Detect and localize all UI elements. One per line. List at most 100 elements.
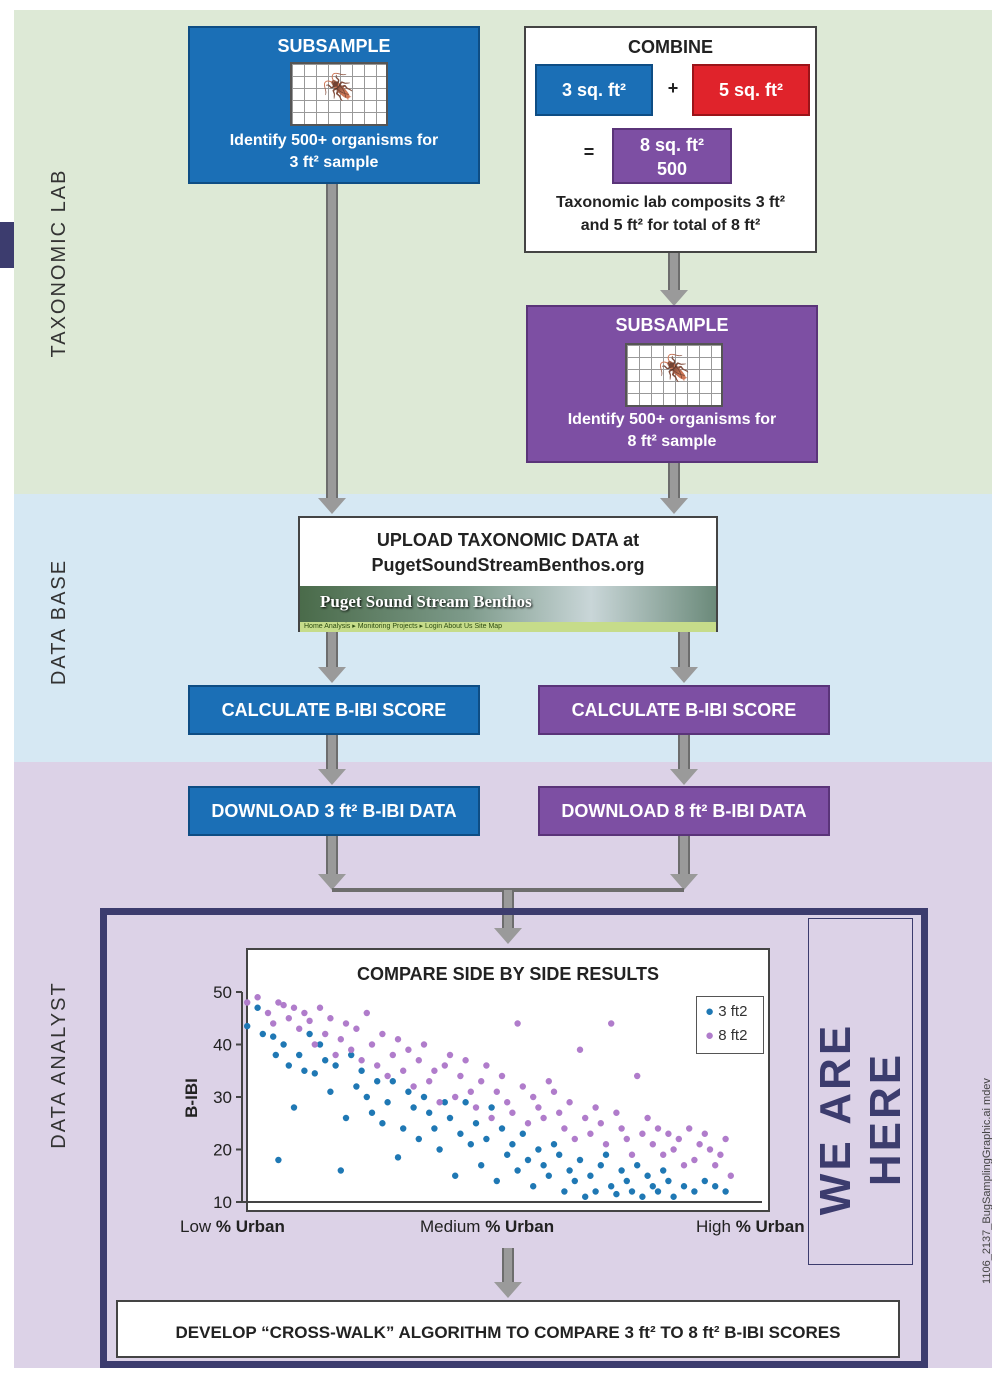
data-point-3ft xyxy=(561,1188,568,1195)
data-point-3ft xyxy=(550,1141,558,1148)
data-point-8ft xyxy=(394,1036,402,1043)
data-point-8ft xyxy=(389,1051,396,1059)
data-point-8ft xyxy=(405,1046,412,1053)
sample-grid-image xyxy=(625,343,723,407)
data-point-3ft xyxy=(545,1172,552,1179)
arrow-head xyxy=(660,290,688,306)
data-point-8ft xyxy=(634,1072,641,1080)
data-point-3ft xyxy=(634,1162,641,1169)
data-point-8ft xyxy=(519,1083,526,1090)
data-point-3ft xyxy=(272,1051,279,1059)
data-point-3ft xyxy=(363,1093,370,1101)
data-point-3ft xyxy=(384,1099,391,1106)
arrow-head xyxy=(318,498,346,514)
data-point-3ft xyxy=(701,1177,708,1185)
we-are-here-box: WE ARE HERE xyxy=(808,918,913,1265)
data-point-3ft xyxy=(311,1070,318,1077)
data-point-3ft xyxy=(722,1188,729,1195)
data-point-8ft xyxy=(530,1093,537,1101)
data-point-3ft xyxy=(478,1162,485,1169)
data-point-3ft xyxy=(618,1167,625,1174)
data-point-8ft xyxy=(254,994,261,1001)
data-point-3ft xyxy=(582,1193,589,1200)
data-point-8ft xyxy=(478,1078,485,1085)
data-point-8ft xyxy=(275,999,282,1006)
data-point-8ft xyxy=(472,1104,480,1111)
data-point-3ft xyxy=(436,1146,443,1153)
data-point-3ft xyxy=(660,1167,667,1174)
chart-legend: ● 3 ft2 ● 8 ft2 xyxy=(696,996,764,1054)
data-point-8ft xyxy=(691,1156,698,1164)
data-point-3ft xyxy=(691,1188,698,1195)
calculate-bibi-3ft: CALCULATE B-IBI SCORE xyxy=(188,685,480,735)
legend-item-3ft: ● 3 ft2 xyxy=(705,1003,747,1020)
website-nav: Home Analysis ▸ Monitoring Projects ▸ Lo… xyxy=(300,622,716,632)
data-point-8ft xyxy=(244,999,251,1006)
data-point-8ft xyxy=(727,1172,734,1179)
data-point-8ft xyxy=(446,1051,454,1059)
arrow-shaft xyxy=(326,734,338,770)
data-point-8ft xyxy=(384,1072,391,1080)
subsample-8ft-line1: Identify 500+ organisms for xyxy=(567,411,777,428)
data-point-3ft xyxy=(405,1088,412,1095)
website-banner: Puget Sound Stream Benthos xyxy=(300,586,716,622)
data-point-3ft xyxy=(374,1078,381,1085)
data-point-3ft xyxy=(654,1188,662,1195)
x-tick-medium-bold: % Urban xyxy=(485,1217,555,1236)
data-point-8ft xyxy=(467,1088,474,1095)
data-point-3ft xyxy=(259,1030,266,1038)
arrow-shaft xyxy=(326,183,338,499)
subsample-3ft-title: SUBSAMPLE xyxy=(277,36,391,56)
data-point-8ft xyxy=(368,1041,376,1048)
upload-line1: UPLOAD TAXONOMIC DATA at xyxy=(376,530,640,550)
data-point-8ft xyxy=(696,1141,703,1148)
data-point-3ft xyxy=(353,1083,360,1090)
combine-result-area: 8 sq. ft² xyxy=(639,135,704,155)
x-tick-high-bold: % Urban xyxy=(735,1217,805,1236)
upload-website[interactable]: PugetSoundStreamBenthos.org xyxy=(371,555,645,575)
data-point-8ft xyxy=(571,1135,578,1143)
file-footer-note: 1106_2137_BugSamplingGraphic.ai mdev xyxy=(981,1078,992,1284)
data-point-8ft xyxy=(701,1130,708,1137)
data-point-3ft xyxy=(665,1177,672,1185)
data-point-3ft xyxy=(649,1183,656,1190)
data-point-8ft xyxy=(649,1141,656,1148)
bug-icon: 🪳 xyxy=(322,72,355,102)
data-point-8ft xyxy=(623,1135,630,1143)
data-point-8ft xyxy=(400,1067,407,1074)
arrow-head xyxy=(318,874,346,890)
data-point-3ft xyxy=(488,1104,495,1111)
arrow-head xyxy=(318,769,346,785)
combine-result: 8 sq. ft² 500 xyxy=(612,128,732,184)
data-point-3ft xyxy=(431,1125,438,1132)
subsample-3ft-line2: 3 ft² sample xyxy=(289,154,379,171)
data-point-3ft xyxy=(462,1099,469,1106)
data-point-8ft xyxy=(306,1017,313,1025)
data-point-8ft xyxy=(348,1046,355,1053)
data-point-8ft xyxy=(426,1078,433,1085)
data-point-8ft xyxy=(712,1162,719,1169)
data-point-3ft xyxy=(680,1183,688,1190)
data-point-8ft xyxy=(504,1099,511,1106)
data-point-3ft xyxy=(592,1188,599,1195)
data-point-3ft xyxy=(441,1099,448,1106)
website-banner-title: Puget Sound Stream Benthos xyxy=(320,592,532,611)
sample-grid-image xyxy=(290,62,388,126)
data-point-8ft xyxy=(353,1025,360,1032)
data-point-8ft xyxy=(441,1062,448,1069)
plus-sign: + xyxy=(667,78,679,98)
data-point-8ft xyxy=(322,1030,329,1038)
data-point-3ft xyxy=(644,1172,651,1179)
data-point-3ft xyxy=(426,1109,433,1116)
develop-crosswalk-box: DEVELOP “CROSS-WALK” ALGORITHM TO COMPAR… xyxy=(116,1300,900,1358)
data-point-8ft xyxy=(675,1135,682,1143)
x-tick-low: Low % Urban xyxy=(180,1217,285,1237)
y-tick-label: 20 xyxy=(213,1141,232,1160)
data-point-3ft xyxy=(420,1093,428,1101)
chart-title: COMPARE SIDE BY SIDE RESULTS xyxy=(356,964,660,984)
data-point-8ft xyxy=(706,1146,714,1153)
data-point-3ft xyxy=(296,1051,303,1059)
data-point-3ft xyxy=(493,1177,500,1185)
data-point-3ft xyxy=(322,1057,329,1064)
